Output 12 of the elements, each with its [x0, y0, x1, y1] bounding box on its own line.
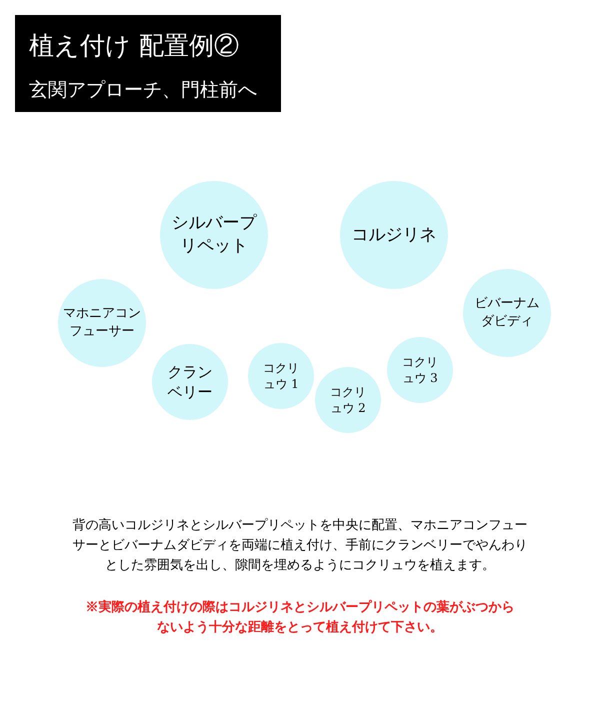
plant-name: コクリュウ 2: [329, 384, 367, 416]
description-text: 背の高いコルジリネとシルバープリペットを中央に配置、マホニアコンフューサーとビバーナムダビディを両端に植え付け、手前にクランベリーでやんわりとした雰囲気を出し、隙間を埋めるようにコクリュウを植えます。: [72, 517, 528, 576]
plant-name: クランベリー: [166, 362, 214, 402]
plant-name: コクリュウ 1: [262, 360, 300, 392]
plant-name: コクリュウ 3: [401, 354, 439, 386]
plant-name: マホニアコンフューサー: [62, 305, 142, 341]
plant-name: ビバーナムダビディ: [473, 295, 540, 331]
warning-note: ※実際の植え付けの際はコルジリネとシルバープリペットの葉がぶつからないよう十分な距離をとって植え付けて下さい。: [84, 598, 516, 638]
plant-name: コルジリネ: [352, 224, 436, 246]
plant-name: シルバープリペット: [170, 212, 258, 258]
title: 植え付け 配置例②: [29, 30, 239, 62]
subtitle: 玄関アプローチ、門柱前へ: [29, 78, 257, 103]
